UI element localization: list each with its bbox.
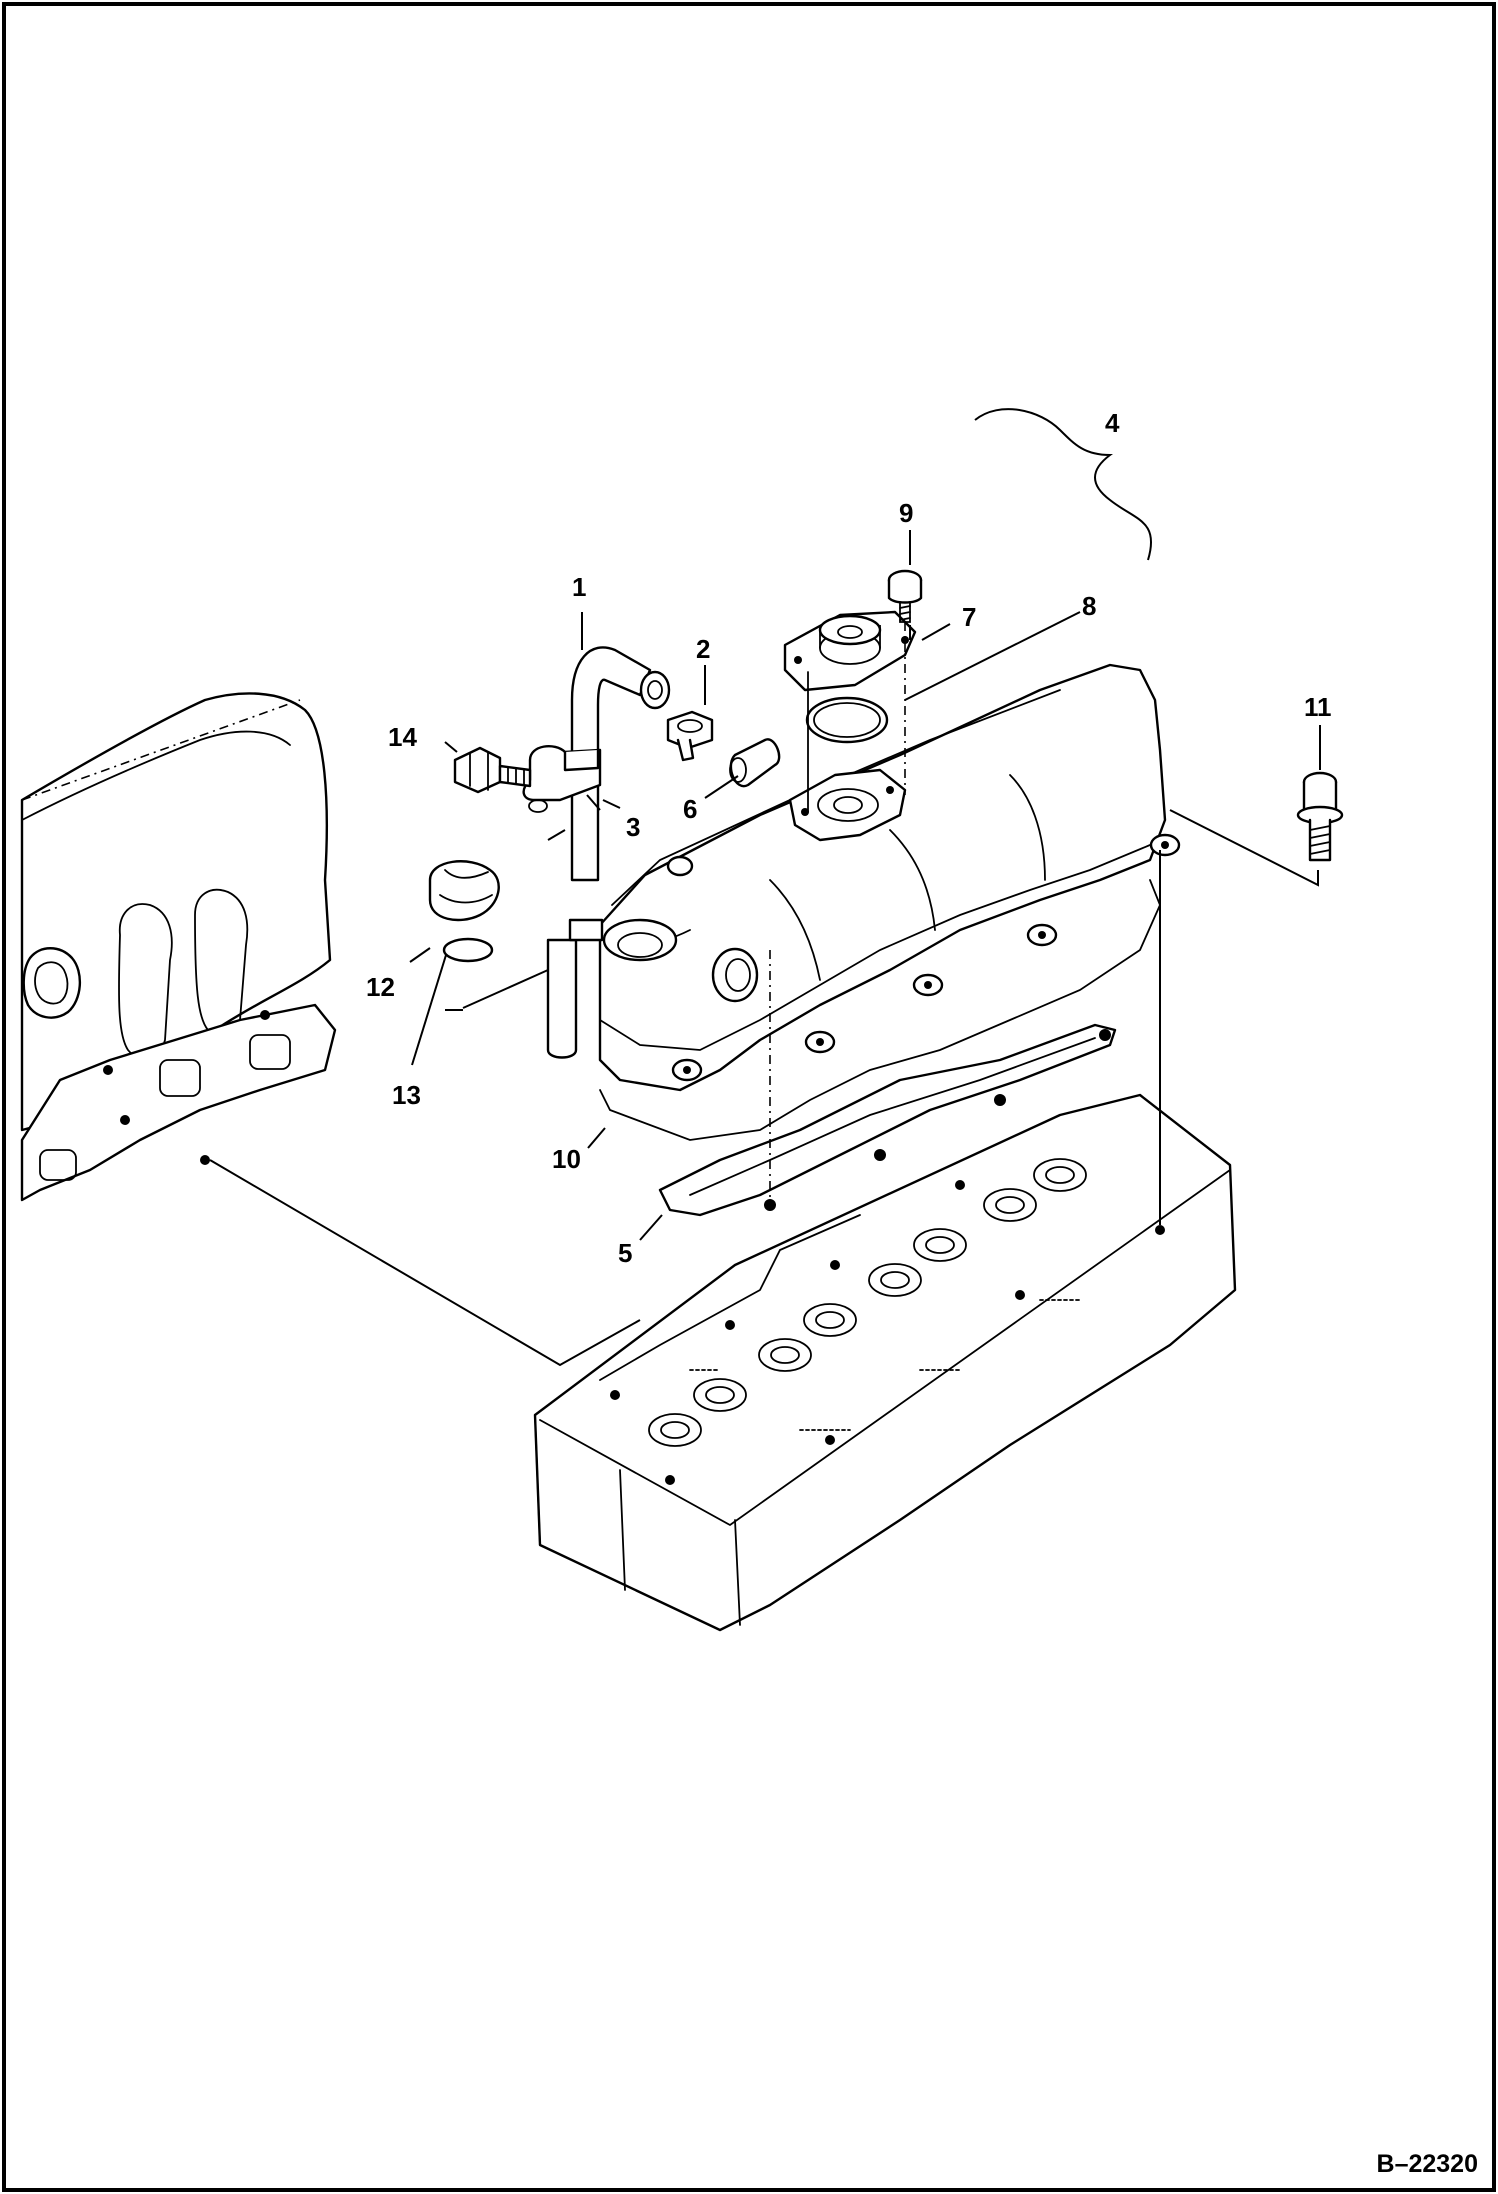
intake-manifold: [20, 692, 337, 1202]
figure-id: B–22320: [1377, 2150, 1478, 2178]
callout-2: 2: [696, 634, 710, 664]
breather-o-ring: [805, 696, 889, 744]
callout-6: 6: [683, 794, 697, 824]
leader-lines: [409, 530, 1321, 1241]
callout-3: 3: [626, 812, 640, 842]
callout-12: 12: [366, 972, 395, 1002]
breather-hose: [546, 646, 671, 1059]
rocker-cover-gasket: [599, 879, 1161, 1141]
callout-5: 5: [618, 1238, 632, 1268]
callout-13: 13: [392, 1080, 421, 1110]
bracket-bolt: [453, 746, 532, 794]
connector-hose: [729, 738, 781, 788]
alignment-lines: [209, 622, 1319, 1367]
baffle-plate: [658, 1023, 1117, 1217]
callout-11: 11: [1304, 692, 1332, 722]
callout-7: 7: [962, 602, 976, 632]
callout-4: 4: [1105, 408, 1120, 438]
rocker-cover: [598, 663, 1181, 1092]
callout-14: 14: [388, 722, 417, 752]
breather-screw: [887, 569, 923, 623]
cylinder-head: [533, 1093, 1237, 1632]
hose-bracket: [522, 744, 602, 813]
assembly-bracket-4: [974, 408, 1153, 561]
callout-10: 10: [552, 1144, 581, 1174]
callout-9: 9: [899, 498, 913, 528]
filler-cap-o-ring: [442, 937, 494, 963]
cover-bolt: [1296, 771, 1344, 862]
callout-1: 1: [572, 572, 586, 602]
breather-cover: [783, 610, 917, 692]
callout-8: 8: [1082, 591, 1096, 621]
callouts: 1 2 3 4 5 6 7 8 9 10 11 12 13 14: [366, 408, 1332, 1268]
oil-filler-cap: [428, 860, 500, 922]
hose-clip: [666, 710, 714, 762]
